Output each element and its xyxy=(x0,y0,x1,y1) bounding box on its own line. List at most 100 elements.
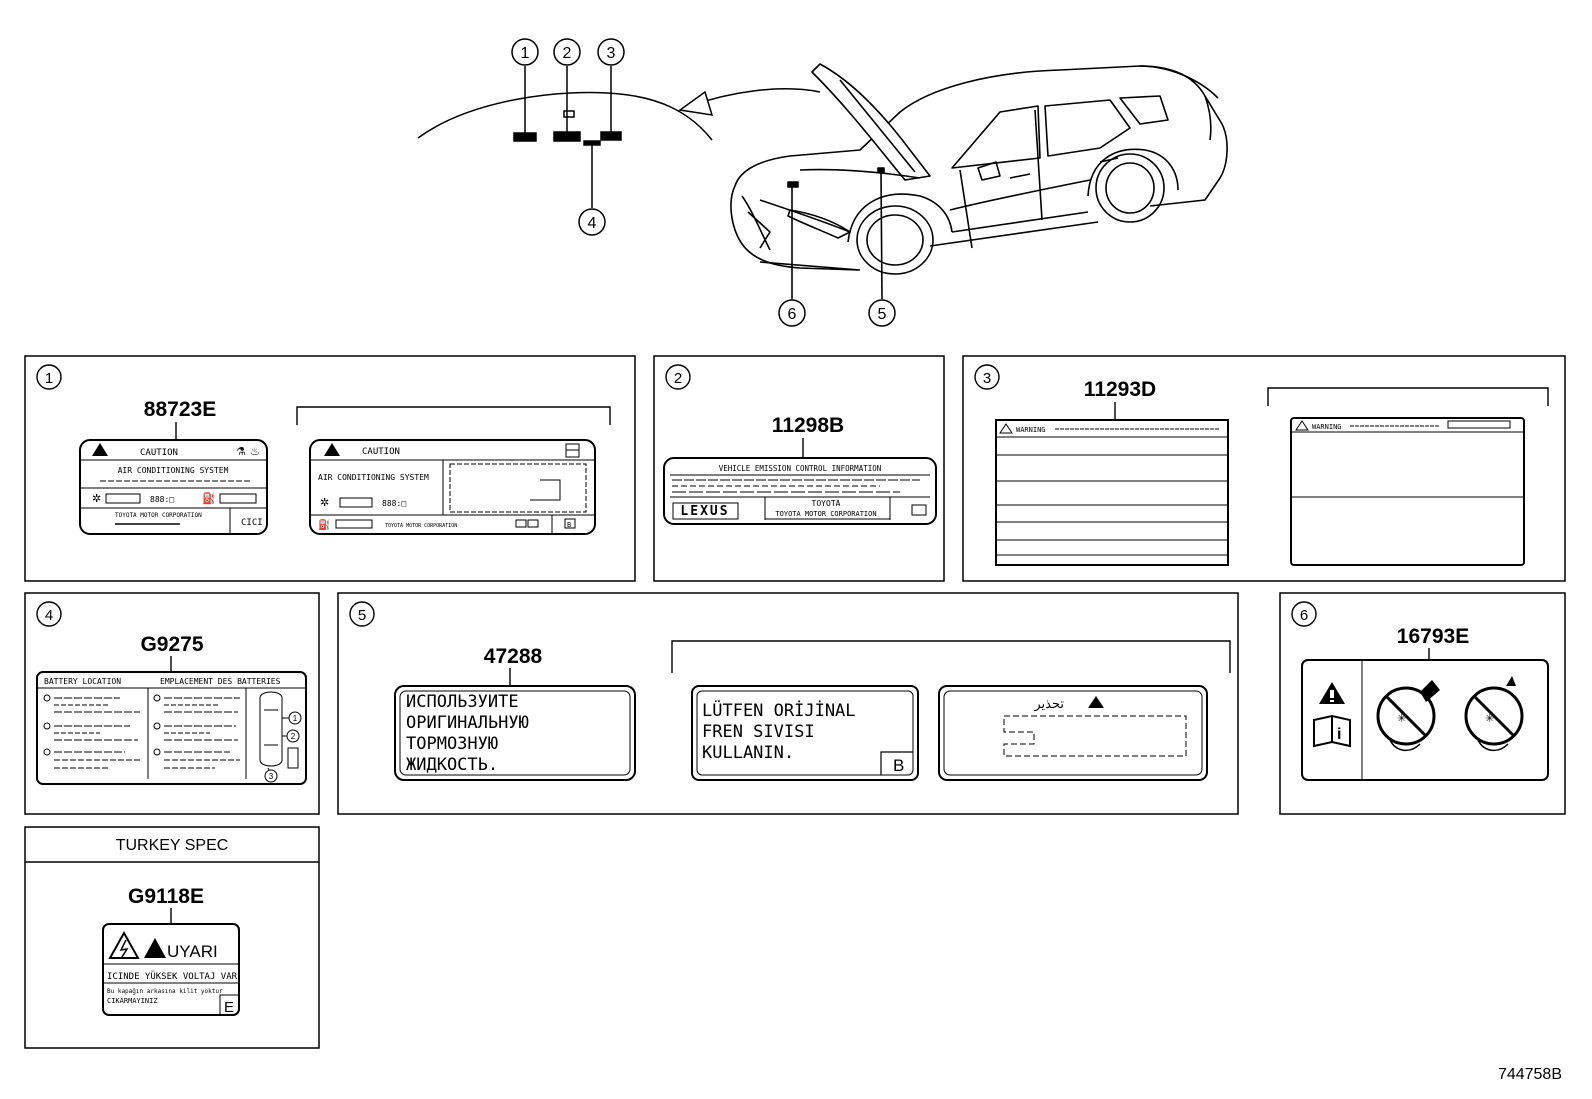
oil-can-icon: ⛽ xyxy=(202,492,216,505)
panel-5-number: 5 xyxy=(358,607,366,624)
panel-6: 6 16793E i ✳ ✳ xyxy=(1279,592,1566,815)
svg-text:✳: ✳ xyxy=(1485,713,1494,725)
warning-header: WARNING xyxy=(1016,426,1046,434)
svg-text:888:□: 888:□ xyxy=(382,499,406,508)
callout-1: 1 xyxy=(511,38,539,66)
callout-2: 2 xyxy=(553,38,581,66)
oil-icon: ♨ xyxy=(250,446,260,458)
part-number-G9275: G9275 xyxy=(140,633,203,656)
battery-location-label: BATTERY LOCATION EMPLACEMENT DES BATTERI… xyxy=(36,671,307,785)
car-top-view-icon xyxy=(259,691,283,767)
cover-line: Bu kapağın arkasına kilit yoktur xyxy=(107,988,223,995)
code-text: B xyxy=(567,521,571,529)
system-text: AIR CONDITIONING SYSTEM xyxy=(318,473,429,482)
pictogram-label: i ✳ ✳ xyxy=(1301,659,1549,781)
svg-text:ЖИДКОСТЬ.: ЖИДКОСТЬ. xyxy=(406,755,498,775)
svg-text:1: 1 xyxy=(293,714,298,723)
panel-4-number: 4 xyxy=(45,607,53,624)
svg-text:3: 3 xyxy=(269,772,274,781)
high-voltage-icon xyxy=(108,930,140,959)
warning-label-a: WARNING xyxy=(995,419,1229,566)
gear-icon: ✲ xyxy=(320,497,329,509)
svg-text:4: 4 xyxy=(588,215,597,232)
warning-triangle-icon xyxy=(324,443,340,456)
part-number-88723E: 88723E xyxy=(144,398,216,421)
callout-5: 5 xyxy=(868,299,896,327)
lexus-logo: LEXUS xyxy=(680,504,729,519)
part-number-16793E: 16793E xyxy=(1397,625,1469,648)
panel-1: 1 88723E CAUTION ⚗ ♨ AIR CONDITIONING SY… xyxy=(24,355,636,582)
variant-bracket xyxy=(671,640,1231,673)
maker-line-2: TOYOTA MOTOR CORPORATION xyxy=(775,510,876,518)
title-fr: EMPLACEMENT DES BATTERIES xyxy=(160,677,281,686)
warning-label-b: WARNING xyxy=(1290,417,1525,566)
part-number-G9118E: G9118E xyxy=(128,885,204,908)
do-not-remove-line: CIKARMAYINIZ xyxy=(107,997,158,1005)
label-code: B xyxy=(893,756,904,775)
svg-text:ИСПОЛЬЗУИТЕ: ИСПОЛЬЗУИТЕ xyxy=(406,692,519,712)
voltage-line: ICINDE YÜKSEK VOLTAJ VAR xyxy=(107,971,238,982)
panel-4: 4 G9275 BATTERY LOCATION EMPLACEMENT DES… xyxy=(24,592,320,815)
arabic-warning: تحذير xyxy=(1033,696,1064,712)
svg-text:FREN SIVISI: FREN SIVISI xyxy=(702,722,815,742)
panel-1-number-badge xyxy=(36,364,62,390)
svg-text:KULLANIN.: KULLANIN. xyxy=(702,743,794,763)
svg-text:1: 1 xyxy=(521,45,530,62)
panel-5: 5 47288 ИСПОЛЬЗУИТЕ ОРИГИНАЛЬНУЮ ТОРМОЗН… xyxy=(337,592,1239,815)
svg-text:888:□: 888:□ xyxy=(150,495,174,504)
drawing-id: 744758B xyxy=(1498,1066,1562,1083)
panel-2-number: 2 xyxy=(674,370,682,387)
no-pressure-washer-icon xyxy=(1376,686,1436,746)
svg-text:i: i xyxy=(1337,726,1341,743)
oil-can-icon: ⛽ xyxy=(318,518,330,531)
callout-group-top: 1 2 3 4 6 5 xyxy=(511,38,896,327)
ac-caution-label-b: CAUTION AIR CONDITIONING SYSTEM ✲ 888:□ … xyxy=(309,439,596,535)
hood-detail xyxy=(417,66,821,208)
part-number-11298B: 11298B xyxy=(772,414,844,437)
callout-3: 3 xyxy=(597,38,625,66)
warning-triangle-icon xyxy=(1088,696,1104,708)
warning-header: WARNING xyxy=(1312,423,1342,431)
brake-fluid-label-tr: LÜTFEN ORİJİNAL FREN SIVISI KULLANIN. B xyxy=(691,685,919,781)
label-code: E xyxy=(224,999,234,1016)
svg-text:6: 6 xyxy=(788,306,797,323)
maker-text: TOYOTA MOTOR CORPORATION xyxy=(385,523,457,529)
part-number-47288: 47288 xyxy=(484,645,543,668)
svg-text:ОРИГИНАЛЬНУЮ: ОРИГИНАЛЬНУЮ xyxy=(406,713,529,733)
warning-triangle-icon xyxy=(92,443,108,456)
emission-label: VEHICLE EMISSION CONTROL INFORMATION LEX… xyxy=(663,457,937,525)
emission-title: VEHICLE EMISSION CONTROL INFORMATION xyxy=(719,464,882,473)
ac-caution-label-a: CAUTION ⚗ ♨ AIR CONDITIONING SYSTEM ✲ 88… xyxy=(79,439,268,535)
svg-text:3: 3 xyxy=(607,45,616,62)
warning-triangle-icon xyxy=(144,938,166,958)
maker-text: TOYOTA MOTOR CORPORATION xyxy=(115,512,202,519)
brake-fluid-label-ar: تحذير xyxy=(938,685,1208,781)
turkey-spec-heading: TURKEY SPEC xyxy=(116,837,229,854)
caution-text: CAUTION xyxy=(140,448,178,458)
maker-line-1: TOYOTA xyxy=(812,499,841,508)
high-voltage-label: UYARI ICINDE YÜKSEK VOLTAJ VAR Bu kapağı… xyxy=(102,923,240,1016)
turkey-spec-panel: TURKEY SPEC G9118E UYARI ICINDE YÜKSEK V… xyxy=(24,826,320,1049)
part-number-11293D: 11293D xyxy=(1084,378,1156,401)
gear-icon: ✲ xyxy=(92,493,101,505)
panel-3: 3 11293D WARNING WARNING xyxy=(962,355,1566,582)
no-spray-icon xyxy=(1464,686,1524,746)
svg-text:2: 2 xyxy=(563,45,572,62)
panel-1-number: 1 xyxy=(45,370,53,387)
title-en: BATTERY LOCATION xyxy=(44,677,121,686)
refrigerant-icon: ⚗ xyxy=(236,446,246,458)
variant-bracket xyxy=(296,406,611,425)
caution-text: CAUTION xyxy=(362,447,400,457)
panel-2: 2 11298B VEHICLE EMISSION CONTROL INFORM… xyxy=(653,355,945,582)
panel-6-number: 6 xyxy=(1300,607,1308,624)
svg-text:✳: ✳ xyxy=(1397,713,1406,725)
svg-text:5: 5 xyxy=(878,306,887,323)
code-text: CICI xyxy=(241,518,263,528)
brake-fluid-label-ru: ИСПОЛЬЗУИТЕ ОРИГИНАЛЬНУЮ ТОРМОЗНУЮ ЖИДКО… xyxy=(394,685,636,781)
callout-4: 4 xyxy=(578,208,606,236)
svg-text:2: 2 xyxy=(291,732,296,741)
variant-bracket xyxy=(1267,387,1549,406)
system-text: AIR CONDITIONING SYSTEM xyxy=(118,466,229,475)
callout-6: 6 xyxy=(778,299,806,327)
